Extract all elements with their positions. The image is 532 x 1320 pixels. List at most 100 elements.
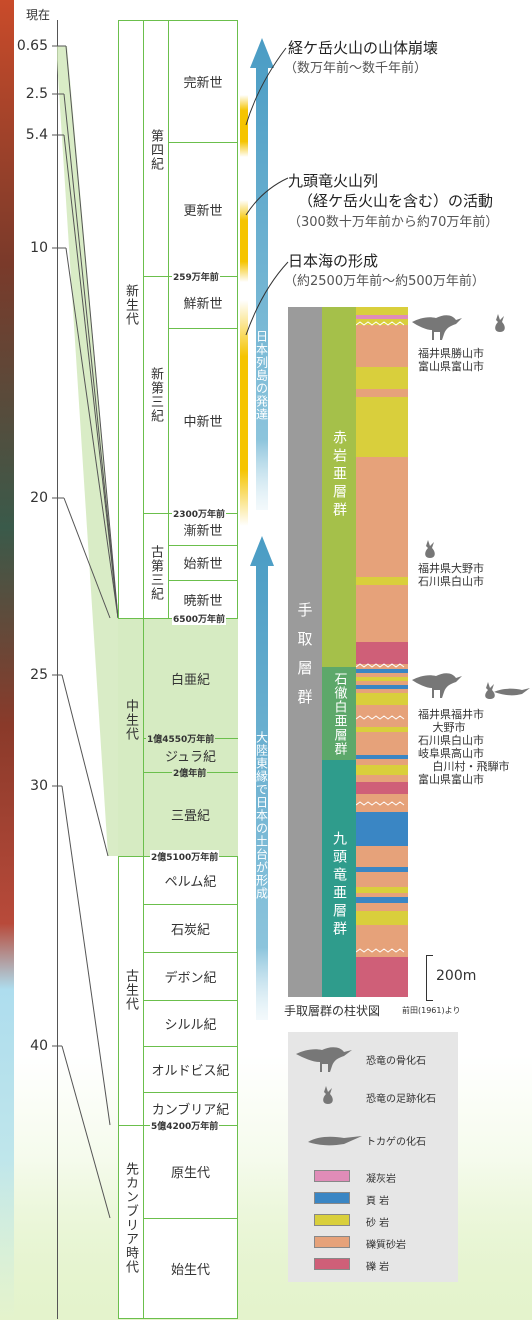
dinosaur-footprint-icon-2 xyxy=(422,540,435,558)
axis-tick-7: 40 xyxy=(30,1038,48,1054)
event-1-subtitle: （数万年前〜数千年前） xyxy=(284,61,428,76)
locality-1: 福井県勝山市 富山県富山市 xyxy=(418,347,484,373)
scale-label: 200m xyxy=(436,968,477,984)
period-quaternary: 第四紀 xyxy=(148,129,163,171)
legend-bone-icon xyxy=(296,1047,352,1072)
dinosaur-bone-icon-2 xyxy=(412,673,462,698)
legend-conglomerate-label: 礫 岩 xyxy=(366,1262,390,1273)
dinosaur-bone-icon-1 xyxy=(412,315,462,340)
column-source: 前田(1961)より xyxy=(402,1006,461,1015)
subgroup-kuzuryu-bar xyxy=(322,760,356,997)
legend-conglomeratic-sandstone-label: 礫質砂岩 xyxy=(366,1240,406,1251)
arrow-lower-label: 大陸東縁で日本の土台が形成 xyxy=(254,730,269,900)
boundary-2300: 2300万年前 xyxy=(172,507,227,520)
epoch-holocene: 完新世 xyxy=(183,75,223,91)
arrow-japan-development xyxy=(250,38,274,510)
period-jurassic: ジュラ紀 xyxy=(164,749,217,765)
period-cambrian: カンブリア紀 xyxy=(151,1103,230,1118)
lizard-icon-1 xyxy=(494,688,530,696)
legend-sandstone-swatch xyxy=(314,1214,350,1226)
era-cenozoic: 新生代 xyxy=(123,284,138,326)
event-3-title: 日本海の形成 xyxy=(288,252,379,270)
period-paleogene: 古第三紀 xyxy=(148,544,163,601)
epoch-pleistocene: 更新世 xyxy=(183,203,223,219)
period-ordovician: オルドビス紀 xyxy=(151,1063,230,1079)
leader-line-3 xyxy=(245,261,289,336)
group-label: 手取層群 xyxy=(295,602,314,718)
axis-tick-4: 20 xyxy=(30,490,48,506)
axis-tick-2: 5.4 xyxy=(25,127,48,143)
legend: 恐竜の骨化石 恐竜の足跡化石 トカゲの化石 凝灰岩 頁 岩 砂 岩 礫質砂岩 礫… xyxy=(288,1032,458,1282)
scale-bracket xyxy=(426,955,433,1001)
legend-tuff-swatch xyxy=(314,1170,350,1182)
arrow-upper-label: 日本列島の発達 xyxy=(254,329,269,421)
period-neogene: 新第三紀 xyxy=(148,367,163,423)
volcano-bar-1 xyxy=(240,95,248,157)
event-1-title: 経ケ岳火山の山体崩壊 xyxy=(288,39,439,57)
volcano-bar-2 xyxy=(240,200,248,282)
event-2-title-2: （経ケ岳火山を含む）の活動 xyxy=(298,192,494,210)
boundary-25100: 2億5100万年前 xyxy=(150,850,220,863)
legend-footprint-icon xyxy=(320,1086,333,1104)
arrow-continent-margin xyxy=(250,536,274,1020)
subgroup-itoshiro-bar xyxy=(322,667,356,760)
boundary-54200: 5億4200万年前 xyxy=(150,1119,220,1132)
boundary-14550: 1億4550万年前 xyxy=(146,732,216,745)
boundary-2oku: 2億年前 xyxy=(172,766,208,779)
legend-footprint-label: 恐竜の足跡化石 xyxy=(366,1094,436,1105)
subgroup-itoshiro-label: 石徹白亜層群 xyxy=(331,672,347,756)
subgroup-kuzuryu-label: 九頭竜亜層群 xyxy=(331,831,347,939)
axis-line xyxy=(57,20,58,1319)
era-mesozoic: 中生代 xyxy=(123,699,138,741)
legend-sandstone-label: 砂 岩 xyxy=(366,1218,390,1229)
legend-bone-label: 恐竜の骨化石 xyxy=(366,1056,426,1067)
epoch-oligocene: 漸新世 xyxy=(183,523,223,539)
legend-shale-label: 頁 岩 xyxy=(366,1196,390,1207)
legend-conglomeratic-sandstone-swatch xyxy=(314,1236,350,1248)
legend-conglomerate-swatch xyxy=(314,1258,350,1270)
leader-line-1 xyxy=(245,47,287,126)
background-strip xyxy=(0,0,14,1319)
era-precambrian: 先カンブリア時代 xyxy=(123,1161,138,1274)
period-cretaceous: 白亜紀 xyxy=(170,672,210,688)
dinosaur-footprint-icon-1 xyxy=(492,314,505,332)
locality-3: 福井県福井市 大野市 石川県白山市 岐阜県高山市 白川村・飛騨市 富山県富山市 xyxy=(418,708,510,786)
subgroup-akaiwa-bar xyxy=(322,307,356,667)
boundary-6500: 6500万年前 xyxy=(172,612,227,625)
event-3-subtitle: （約2500万年前〜約500万年前） xyxy=(284,274,485,289)
boundary-259: 259万年前 xyxy=(172,270,220,283)
legend-tuff-label: 凝灰岩 xyxy=(366,1174,396,1185)
axis-tick-6: 30 xyxy=(30,778,48,794)
period-permian: ペルム紀 xyxy=(164,874,217,890)
epoch-eocene: 始新世 xyxy=(183,557,223,572)
eon-archean: 始生代 xyxy=(170,1263,210,1278)
subgroup-akaiwa-label: 赤岩亜層群 xyxy=(331,430,347,520)
column-caption: 手取層群の柱状図 xyxy=(284,1004,381,1018)
dinosaur-footprint-icon-3 xyxy=(482,682,495,699)
legend-lizard-label: トカゲの化石 xyxy=(366,1137,426,1148)
event-2-title-1: 九頭竜火山列 xyxy=(288,172,379,190)
volcano-bar-3 xyxy=(240,300,248,526)
axis-tick-0: 0.65 xyxy=(16,38,48,54)
axis-tick-1: 2.5 xyxy=(25,86,48,102)
era-paleozoic: 古生代 xyxy=(123,969,138,1011)
axis-tick-5: 25 xyxy=(30,667,48,683)
group-bar xyxy=(288,307,322,997)
leader-line-2 xyxy=(245,177,289,216)
axis-top-label: 現在 xyxy=(26,8,51,22)
period-devonian: デボン紀 xyxy=(164,970,217,986)
epoch-pliocene: 鮮新世 xyxy=(183,296,223,312)
epoch-miocene: 中新世 xyxy=(183,415,223,430)
epoch-paleocene: 暁新世 xyxy=(183,593,223,609)
period-silurian: シルル紀 xyxy=(164,1017,217,1033)
strata-column xyxy=(356,307,408,997)
locality-2: 福井県大野市 石川県白山市 xyxy=(418,562,484,588)
period-carboniferous: 石炭紀 xyxy=(170,922,210,938)
axis-tick-3: 10 xyxy=(30,240,48,256)
eon-proterozoic: 原生代 xyxy=(170,1166,210,1181)
event-2-subtitle: （300数十万年前から約70万年前） xyxy=(288,215,499,230)
legend-shale-swatch xyxy=(314,1192,350,1204)
